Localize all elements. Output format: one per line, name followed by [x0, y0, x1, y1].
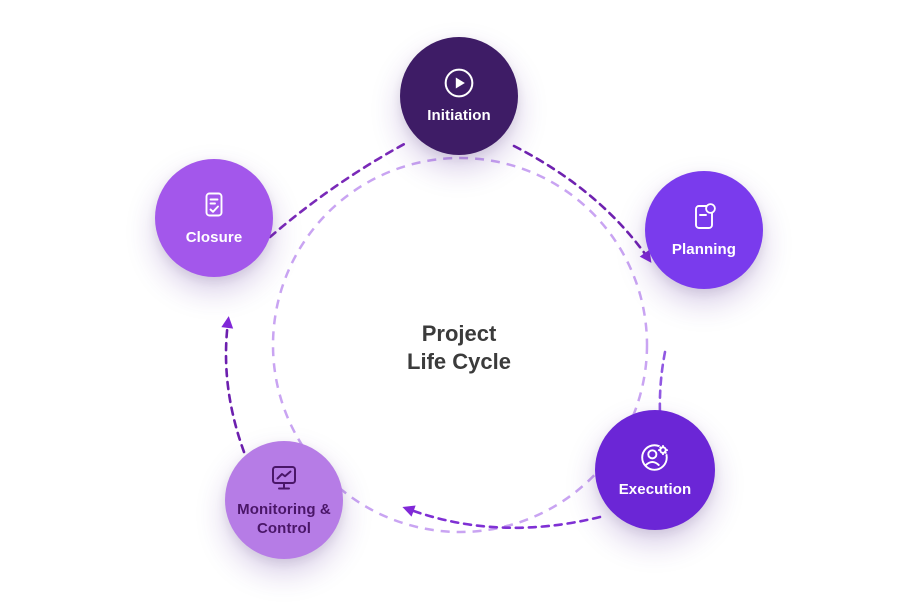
play-circle-icon	[443, 67, 475, 99]
connector-initiation-to-planning	[512, 144, 652, 263]
monitor-chart-icon	[267, 463, 301, 493]
node-label: Closure	[185, 229, 243, 246]
connector-closure-to-initiation	[268, 140, 410, 239]
node-execution: Execution	[595, 410, 715, 530]
node-label: Execution	[618, 481, 692, 498]
diagram-title: Project Life Cycle	[339, 320, 579, 376]
diagram-title-line1: Project	[421, 321, 497, 346]
inner-dashed-ring	[271, 156, 649, 534]
connector-monitoring-to-closure	[221, 316, 246, 454]
node-monitoring-control: Monitoring & Control	[225, 441, 343, 559]
user-gear-icon	[639, 441, 671, 473]
diagram-title-line2: Life Cycle	[407, 349, 511, 374]
node-closure: Closure	[155, 159, 273, 277]
connector-planning-to-execution	[658, 350, 667, 416]
connector-execution-to-monitoring	[402, 505, 602, 530]
node-planning: Planning	[645, 171, 763, 289]
node-label: Monitoring & Control	[237, 500, 331, 537]
node-label: Planning	[671, 241, 737, 258]
node-label: Initiation	[427, 107, 491, 124]
doc-check-icon	[199, 189, 229, 221]
node-initiation: Initiation	[400, 37, 518, 155]
note-badge-icon	[689, 201, 719, 233]
